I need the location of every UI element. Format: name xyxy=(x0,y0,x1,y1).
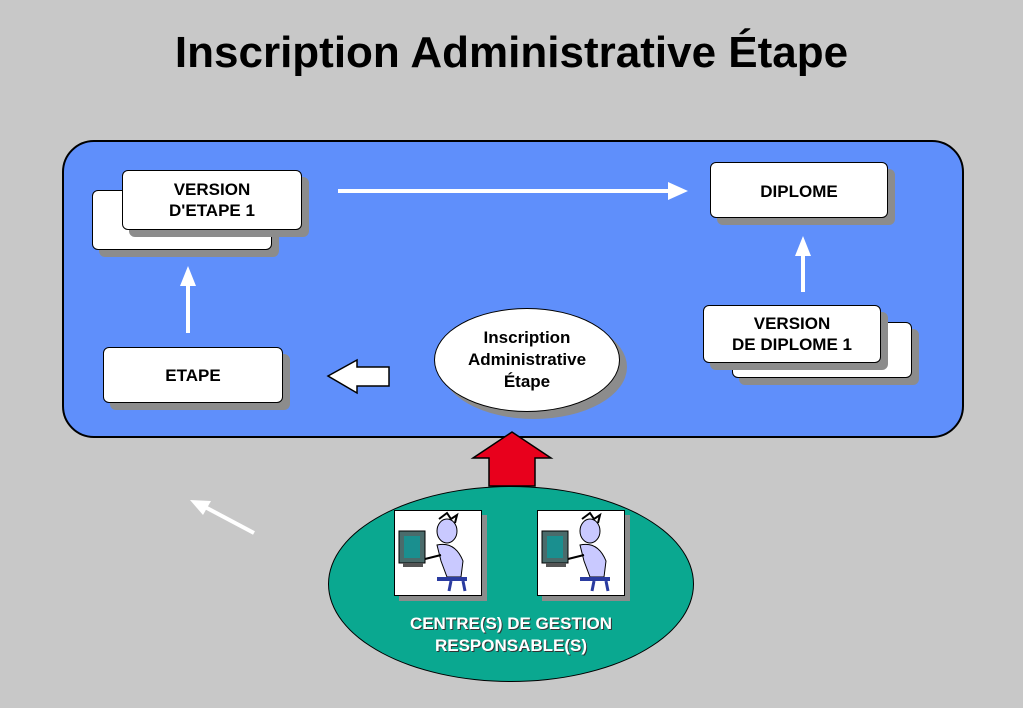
version-etape-box: VERSION D'ETAPE 1 xyxy=(122,170,302,230)
arrow-right-icon xyxy=(338,182,688,200)
version-diplome-box: VERSION DE DIPLOME 1 xyxy=(703,305,881,363)
arrow-up-left-icon xyxy=(180,266,196,333)
centre-ellipse xyxy=(328,486,694,682)
arrow-up-right-icon xyxy=(795,236,811,292)
version-etape-label: VERSION D'ETAPE 1 xyxy=(169,180,255,220)
version-diplome-label: VERSION DE DIPLOME 1 xyxy=(732,314,852,354)
red-up-arrow-icon xyxy=(470,431,554,487)
page-title: Inscription Administrative Étape xyxy=(174,28,849,77)
user-at-computer-icon xyxy=(394,510,482,596)
iae-ellipse: Inscription Administrative Étape xyxy=(434,308,620,412)
diplome-label: DIPLOME xyxy=(760,182,838,201)
centre-label: CENTRE(S) DE GESTION RESPONSABLE(S) xyxy=(409,614,613,655)
block-arrow-left-icon xyxy=(326,358,390,395)
user-at-computer-icon xyxy=(537,510,625,596)
etape-label: ETAPE xyxy=(165,365,221,385)
etape-box: ETAPE xyxy=(103,347,283,403)
diplome-box: DIPLOME xyxy=(710,162,888,218)
iae-label: Inscription Administrative Étape xyxy=(467,328,587,391)
arrow-diagonal-icon xyxy=(190,500,255,535)
